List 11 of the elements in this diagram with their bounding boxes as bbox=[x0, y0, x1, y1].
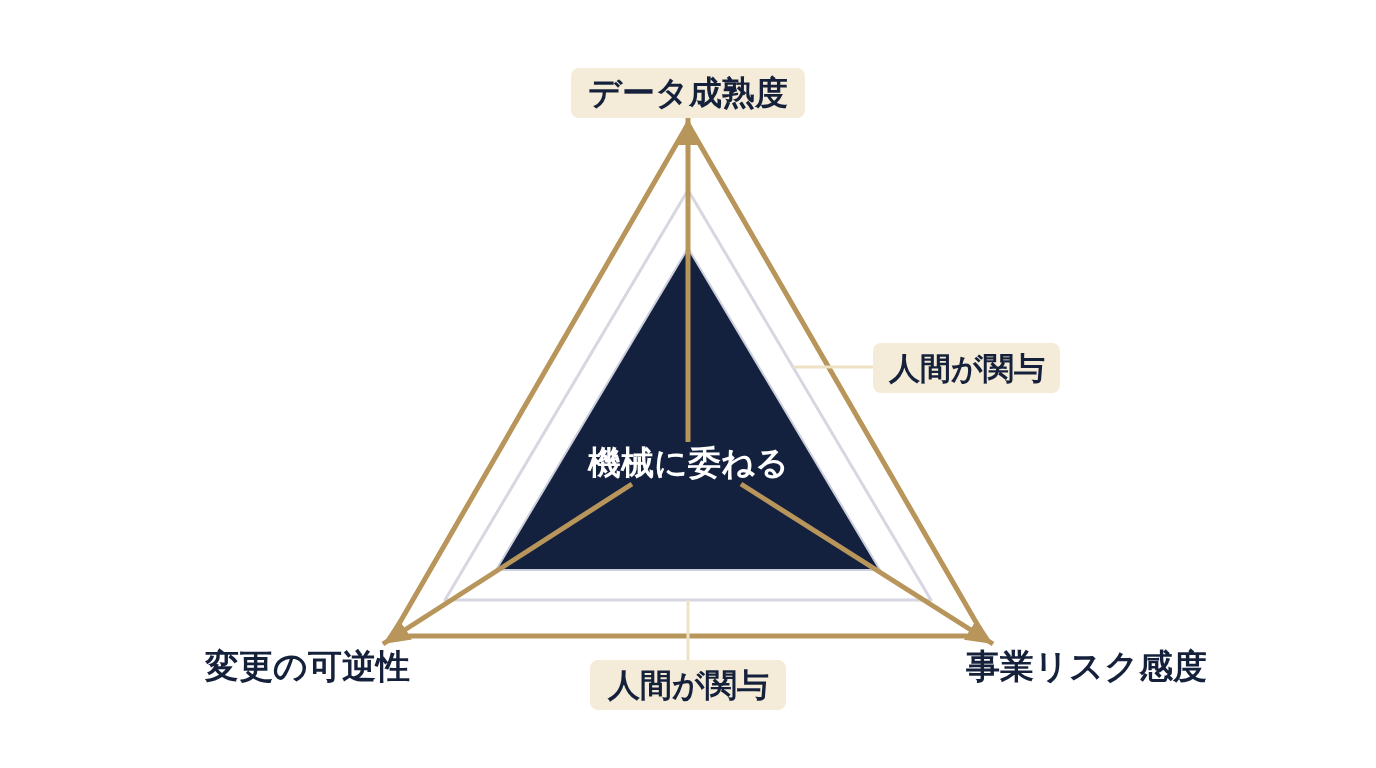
callout-tag: 人間が関与 bbox=[873, 343, 1060, 393]
axis-label: 変更の可逆性 bbox=[201, 644, 413, 688]
center-label: 機械に委ねる bbox=[585, 442, 791, 484]
axis-label-tag: データ成熟度 bbox=[571, 68, 805, 118]
axis-label: 事業リスク感度 bbox=[963, 644, 1209, 688]
callout-tag: 人間が関与 bbox=[590, 660, 786, 710]
axis-arrow bbox=[676, 118, 700, 442]
leader-line bbox=[793, 365, 873, 369]
leader-line bbox=[686, 600, 690, 660]
axis-arrow bbox=[739, 481, 995, 647]
axis-arrow bbox=[381, 481, 634, 647]
